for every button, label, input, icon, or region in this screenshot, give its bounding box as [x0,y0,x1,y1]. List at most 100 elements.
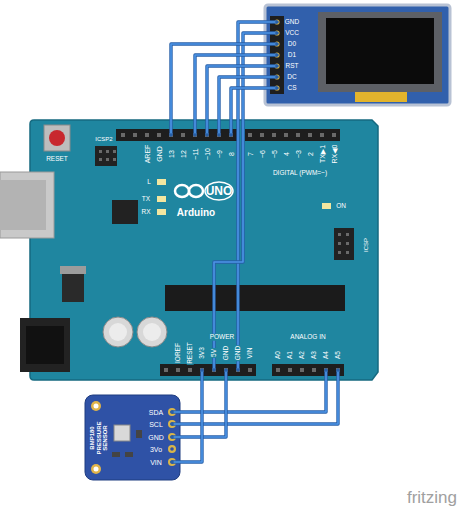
wire-end [336,368,340,372]
wire-end [236,368,240,372]
usb-connector [0,172,54,238]
pin-holes [113,158,116,161]
pin-holes [276,368,280,372]
board-label: A3 [311,351,318,359]
pressure-sensor-chip [112,452,120,457]
jumper-wire [193,53,279,137]
pressure-sensor-chip [114,425,130,441]
pin-header [245,129,340,141]
pin-holes [332,133,336,137]
board-label: ~5 [271,150,278,158]
reset-button [44,125,70,151]
wire-end [205,133,209,137]
wire-end [170,435,174,439]
board-label: L [147,179,151,186]
board-label: ICSP [363,238,369,252]
pin-holes [248,368,252,372]
wire-end [275,31,279,35]
board-label: A2 [299,351,306,359]
voltage-regulator [60,266,86,274]
arduino-board: RESETICSP2AREFGND1312~11~10~987~6~54~32T… [30,120,378,382]
pin-holes [157,133,161,137]
board-label: 12 [180,150,187,158]
pressure-sensor-chip [125,452,133,457]
arduino-logo [205,182,233,200]
arduino-board [30,120,378,380]
oled-module: GNDVCCD0D1RSTDCCS [265,5,450,105]
board-label: 5V [211,348,218,358]
pin-label: D1 [288,52,296,59]
pin-holes [99,158,102,161]
board-label: TX▶1 [319,145,326,163]
pin-holes [338,242,341,245]
jumper-wire [170,368,204,464]
board-label: RESET [187,341,194,365]
sensor-board [94,467,99,472]
wire-end [275,20,279,24]
power-jack [20,318,70,372]
sensor-pins [170,460,174,464]
arduino-board [30,120,378,380]
arduino-logo [189,185,203,197]
sensor-pins [168,445,176,453]
oled-module [265,5,450,105]
pin-holes [338,251,341,254]
pin-header [160,364,256,376]
board-label: ~9 [216,150,223,158]
power-jack [20,318,70,372]
board-label: 4 [283,152,290,156]
jumper-wire [170,368,340,426]
jumper-wire [170,368,228,439]
jumper-wire [229,86,279,137]
pin-holes [121,133,125,137]
sensor-board [91,464,101,474]
board-label: IOREF [175,342,182,364]
board-label: ~11 [192,148,199,159]
jumper-wire [212,31,279,372]
reset-button [49,130,65,146]
pin-holes [176,368,180,372]
sensor-board [85,395,180,480]
wire-end [275,42,279,46]
pin-holes [99,133,349,372]
wire-end [275,64,279,68]
oled-screen [318,12,442,92]
board-label: VIN [247,347,254,360]
capacitor [103,317,167,347]
pin-label: SDA [149,409,163,416]
wire-outline [195,55,277,135]
pin-holes [260,133,264,137]
wire-core [214,33,277,370]
icsp-header [334,228,354,260]
board-label: GND [156,146,163,162]
oled-screen [355,92,407,102]
led [157,209,166,215]
pin-header [116,129,344,376]
wire-outline [172,370,338,424]
wire-outline [172,370,226,437]
jumper-wire [170,368,328,414]
board-label: 7 [247,152,254,156]
board-label: ~6 [259,150,266,158]
pressure-sensor-chip [112,425,142,457]
wire-outline [207,66,277,135]
board-label: 2 [307,152,314,156]
arduino-logo [175,185,189,197]
wire-outline [231,88,277,135]
usb-connector [0,180,46,230]
capacitor [103,317,133,347]
sensor-pins [170,447,174,451]
wire-core [207,66,277,135]
pin-holes [164,368,168,372]
board-label: ICSP2 [95,136,112,142]
wire-end [275,53,279,57]
board-label: ANALOG IN [290,334,325,341]
wire-end [224,368,228,372]
wire-core [171,44,277,135]
pin-label: CS [287,85,296,92]
pin-holes [99,150,102,153]
chip [112,200,345,311]
board-label: AREF [144,145,151,164]
wire-end [275,86,279,90]
